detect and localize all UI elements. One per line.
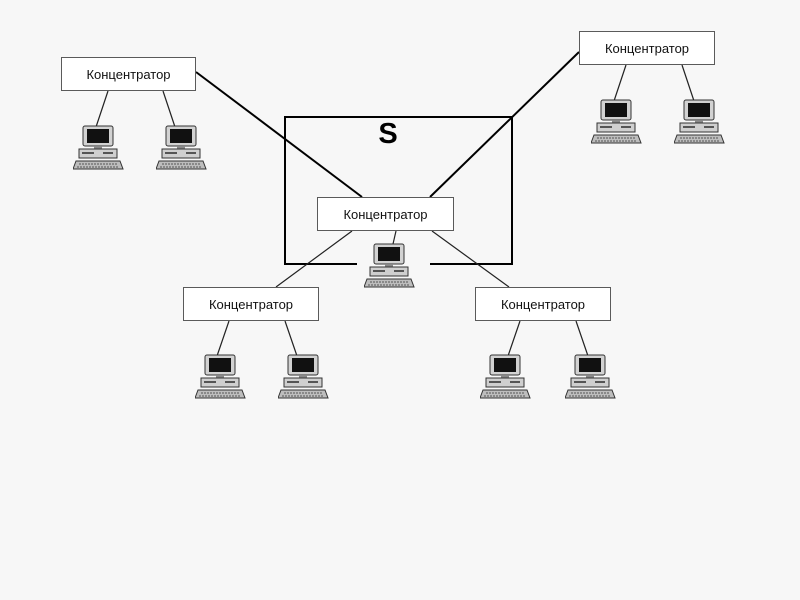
hub-label: Концентратор [604, 40, 690, 56]
hub-center: Концентратор [317, 197, 454, 231]
computer-icon [278, 354, 330, 402]
hub-label: Концентратор [208, 296, 294, 312]
segment-frame [284, 116, 513, 265]
hub-bottom-left: Концентратор [183, 287, 319, 321]
hub-top-right: Концентратор [579, 31, 715, 65]
link-tl-pc1 [95, 90, 109, 128]
link-bl-pc2 [284, 320, 298, 357]
computer-icon [674, 99, 726, 147]
link-center-topright [429, 51, 580, 198]
hub-label: Концентратор [500, 296, 586, 312]
link-center-topleft [195, 71, 363, 198]
link-tl-pc2 [162, 90, 176, 128]
segment-label: S [378, 118, 398, 150]
computer-icon [73, 125, 125, 173]
link-br-pc2 [575, 320, 589, 357]
computer-icon [195, 354, 247, 402]
computer-icon [565, 354, 617, 402]
link-center-bottomright [431, 230, 510, 288]
computer-icon [591, 99, 643, 147]
link-center-bottomleft [275, 230, 353, 288]
hub-label: Концентратор [86, 66, 171, 82]
computer-icon [364, 243, 416, 291]
computer-icon [480, 354, 532, 402]
link-bl-pc1 [216, 320, 230, 357]
hub-bottom-right: Концентратор [475, 287, 611, 321]
link-tr-pc1 [613, 64, 627, 102]
link-br-pc1 [507, 320, 521, 357]
hub-top-left: Концентратор [61, 57, 196, 91]
computer-icon [156, 125, 208, 173]
link-center-pc [392, 230, 397, 245]
link-tr-pc2 [681, 64, 695, 102]
hub-label: Концентратор [343, 206, 428, 222]
